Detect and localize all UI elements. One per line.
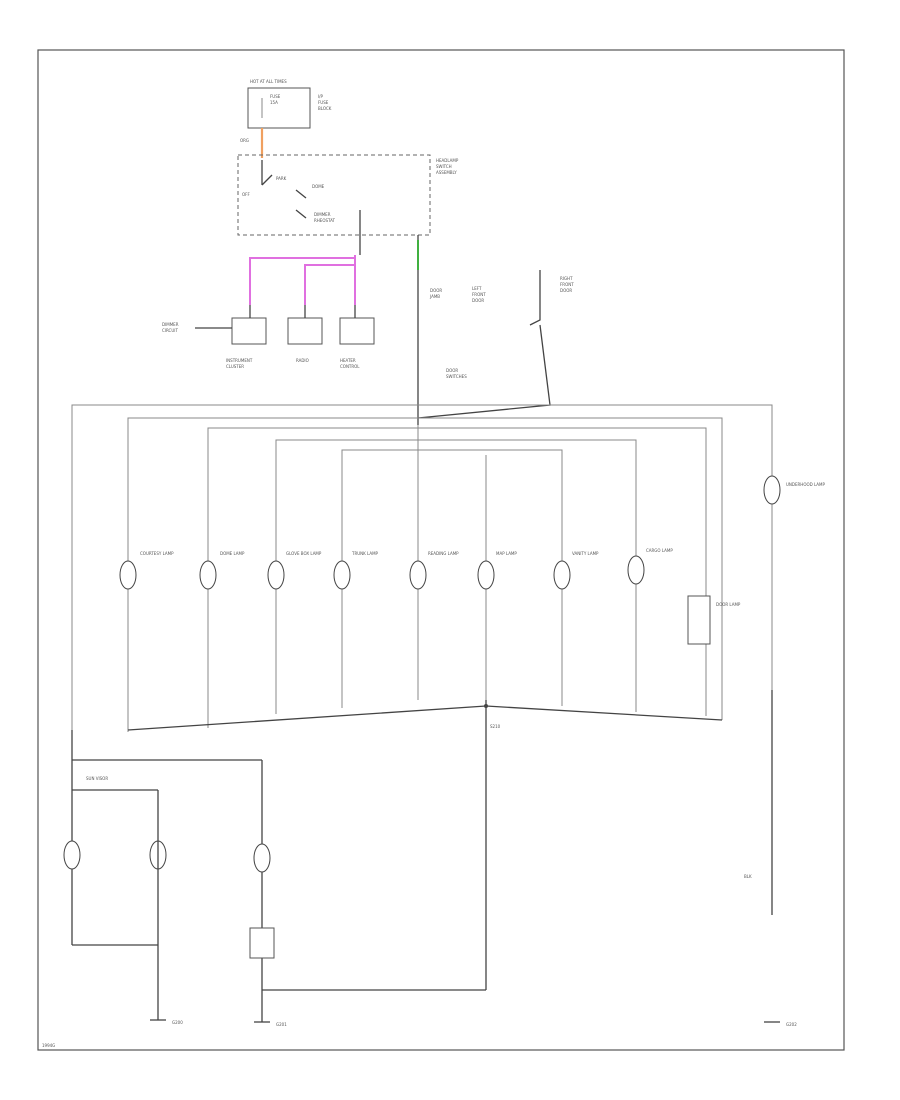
svg-text:TRUNK LAMP: TRUNK LAMP	[351, 551, 379, 556]
svg-text:FUSE: FUSE	[318, 100, 329, 105]
svg-text:FUSE: FUSE	[270, 94, 281, 99]
diagram-code: 1994G	[42, 1043, 55, 1048]
svg-text:VANITY LAMP: VANITY LAMP	[572, 551, 599, 556]
lamp-row: COURTESY LAMP DOME LAMP GLOVE BOX LAMP T…	[119, 548, 673, 590]
svg-text:DOOR: DOOR	[446, 368, 458, 373]
svg-text:RIGHT: RIGHT	[560, 276, 573, 281]
vanity-lamp: VANITY LAMP	[553, 551, 599, 590]
svg-text:READING LAMP: READING LAMP	[428, 551, 459, 556]
cargo-lamp: CARGO LAMP	[627, 548, 673, 585]
svg-text:I/P: I/P	[318, 94, 324, 99]
lower-middle-group: G201	[72, 759, 486, 1027]
lower-left-group: SUN VISOR G200	[63, 730, 183, 1025]
ground-left-label: G200	[172, 1020, 183, 1025]
svg-text:SUN VISOR: SUN VISOR	[86, 776, 108, 781]
svg-text:DOME LAMP: DOME LAMP	[220, 551, 245, 556]
svg-text:PARK: PARK	[276, 176, 287, 181]
dome-lamp: DOME LAMP	[199, 551, 245, 590]
svg-text:15A: 15A	[270, 100, 278, 105]
fuse-block-label: HOT AT ALL TIMES	[250, 79, 287, 84]
ground-splice: S210	[127, 700, 723, 990]
svg-text:LEFT: LEFT	[472, 286, 482, 291]
svg-text:HEADLAMP: HEADLAMP	[436, 158, 459, 163]
courtesy-lamp: COURTESY LAMP	[119, 551, 174, 590]
pink-wires	[249, 255, 356, 305]
ground-middle-label: G201	[276, 1022, 287, 1027]
svg-text:FRONT: FRONT	[560, 282, 574, 287]
svg-text:BLOCK: BLOCK	[318, 106, 332, 111]
svg-text:S210: S210	[490, 724, 501, 729]
svg-text:OFF: OFF	[242, 192, 250, 197]
svg-text:MAP LAMP: MAP LAMP	[496, 551, 517, 556]
svg-text:CONTROL: CONTROL	[340, 364, 360, 369]
svg-text:RADIO: RADIO	[296, 358, 309, 363]
lamp-switch-module: HEADLAMP SWITCH ASSEMBLY PARK OFF DOME D…	[237, 154, 459, 262]
diagram-frame	[37, 49, 845, 1051]
svg-text:RHEOSTAT: RHEOSTAT	[314, 218, 336, 223]
fuse-block: HOT AT ALL TIMES FUSE 15A I/P FUSE BLOCK	[247, 79, 332, 129]
svg-text:BLK: BLK	[744, 874, 752, 879]
svg-text:HEATER: HEATER	[340, 358, 356, 363]
svg-text:UNDERHOOD LAMP: UNDERHOOD LAMP	[786, 482, 825, 487]
svg-text:SWITCHES: SWITCHES	[446, 374, 467, 379]
svg-text:DOOR: DOOR	[430, 288, 442, 293]
svg-text:FRONT: FRONT	[472, 292, 486, 297]
svg-text:DIMMER: DIMMER	[314, 212, 331, 217]
svg-text:GLOVE BOX LAMP: GLOVE BOX LAMP	[286, 551, 322, 556]
svg-text:JAMB: JAMB	[429, 294, 440, 299]
svg-text:DOME: DOME	[312, 184, 325, 189]
trunk-lamp: TRUNK LAMP	[333, 551, 379, 590]
svg-text:CIRCUIT: CIRCUIT	[162, 328, 178, 333]
right-components: UNDERHOOD LAMP DOOR LAMP BLK	[687, 475, 825, 915]
reading-lamp: READING LAMP	[409, 551, 459, 590]
svg-text:CARGO LAMP: CARGO LAMP	[646, 548, 673, 553]
svg-text:COURTESY LAMP: COURTESY LAMP	[140, 551, 174, 556]
glove-box-lamp: GLOVE BOX LAMP	[267, 551, 322, 590]
svg-text:DOOR: DOOR	[472, 298, 484, 303]
svg-text:DOOR LAMP: DOOR LAMP	[716, 602, 741, 607]
svg-text:DOOR: DOOR	[560, 288, 572, 293]
svg-text:ASSEMBLY: ASSEMBLY	[436, 170, 457, 175]
svg-text:INSTRUMENT: INSTRUMENT	[226, 358, 253, 363]
ground-right-label: G202	[786, 1022, 797, 1027]
dimmer-lamps: DIMMER CIRCUIT INSTRUMENT CLUSTER RADIO …	[162, 305, 375, 369]
svg-text:CLUSTER: CLUSTER	[226, 364, 244, 369]
svg-text:ORG: ORG	[240, 138, 249, 143]
svg-text:DIMMER: DIMMER	[162, 322, 179, 327]
svg-text:SWITCH: SWITCH	[436, 164, 452, 169]
upper-bus	[71, 404, 773, 915]
map-lamp: MAP LAMP	[477, 551, 517, 590]
